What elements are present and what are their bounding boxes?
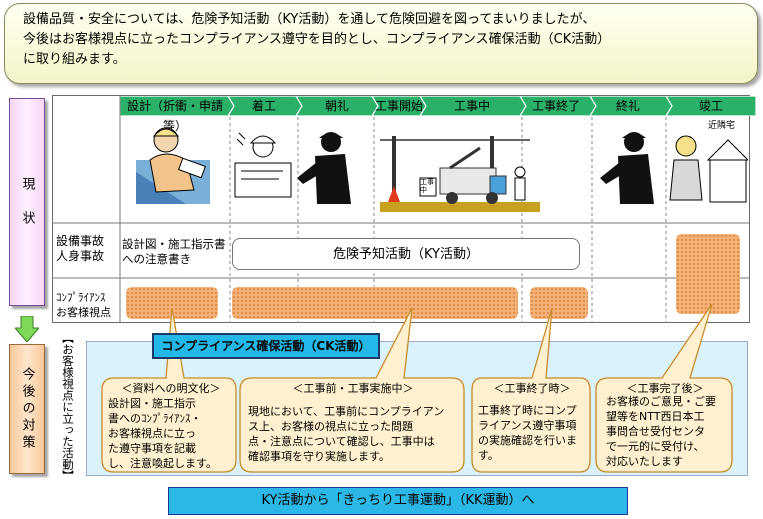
site-sign-text: 工事中 <box>420 178 434 194</box>
intro-line-1: 設備品質・安全については、危険予知活動（KY活動）を通して危険回避を図ってまいり… <box>23 10 743 30</box>
callout-2-title: ＜工事前・工事実施中＞ <box>242 381 464 396</box>
completion-illustration <box>668 130 748 206</box>
row-label-safety: 設備事故 人身事故 <box>56 234 120 264</box>
callout-1-body: 設計図・施工指示 書へのｺﾝﾌﾟﾗｲｱﾝｽ・ お客様視点に立っ た遵守事項を記載… <box>108 396 242 471</box>
ck-activity-label: コンプライアンス確保活動（CK活動） <box>152 333 380 359</box>
current-status-text: 現 状 <box>18 177 37 228</box>
intro-banner: 設備品質・安全については、危険予知活動（KY活動）を通して危険回避を図ってまいり… <box>4 3 758 84</box>
supervisor-morning-illustration <box>295 128 357 204</box>
ky-activity-box: 危険予知活動（KY活動） <box>232 238 580 270</box>
callout-2-body: 現地において、工事前にコンプライアン ス上、お客様の視点に立った問題 点・注意点… <box>248 404 470 464</box>
designer-illustration <box>136 120 210 204</box>
kk-movement-banner: KY活動から「きっちり工事運動」（KK運動）へ <box>168 487 628 515</box>
supervisor-evening-illustration <box>598 128 660 204</box>
design-note: 設計図・施工指示書 への注意書き <box>122 237 232 267</box>
customer-view-vertical-label: 【お客様視点に立った活動】 <box>58 332 76 482</box>
intro-line-2: 今後はお客様視点に立ったコンプライアンス遵守を目的とし、コンプライアンス確保活動… <box>23 30 743 50</box>
neighbor-house-label: 近隣宅 <box>708 121 735 132</box>
down-arrow-icon <box>15 316 39 342</box>
future-measures-text: 今後の対策 <box>18 367 37 452</box>
intro-line-3: に取り組みます。 <box>23 50 743 70</box>
worker-with-plan-illustration <box>233 125 293 200</box>
future-measures-label: 今後の対策 <box>9 344 45 474</box>
current-status-label: 現 状 <box>9 98 45 306</box>
callout-3-body: 工事終了時にコンプ ライアンス遵守事項 の実施確認を行いま す。 <box>478 403 594 463</box>
construction-site-illustration <box>380 128 540 212</box>
callout-3-title: ＜工事終了時＞ <box>474 381 590 396</box>
callout-4-body: お客様のご意見・ご要 望等をNTT西日本工 事問合せ受付センタ で一元的に受付け… <box>606 394 740 469</box>
callout-1-title: ＜資料への明文化＞ <box>104 381 238 396</box>
